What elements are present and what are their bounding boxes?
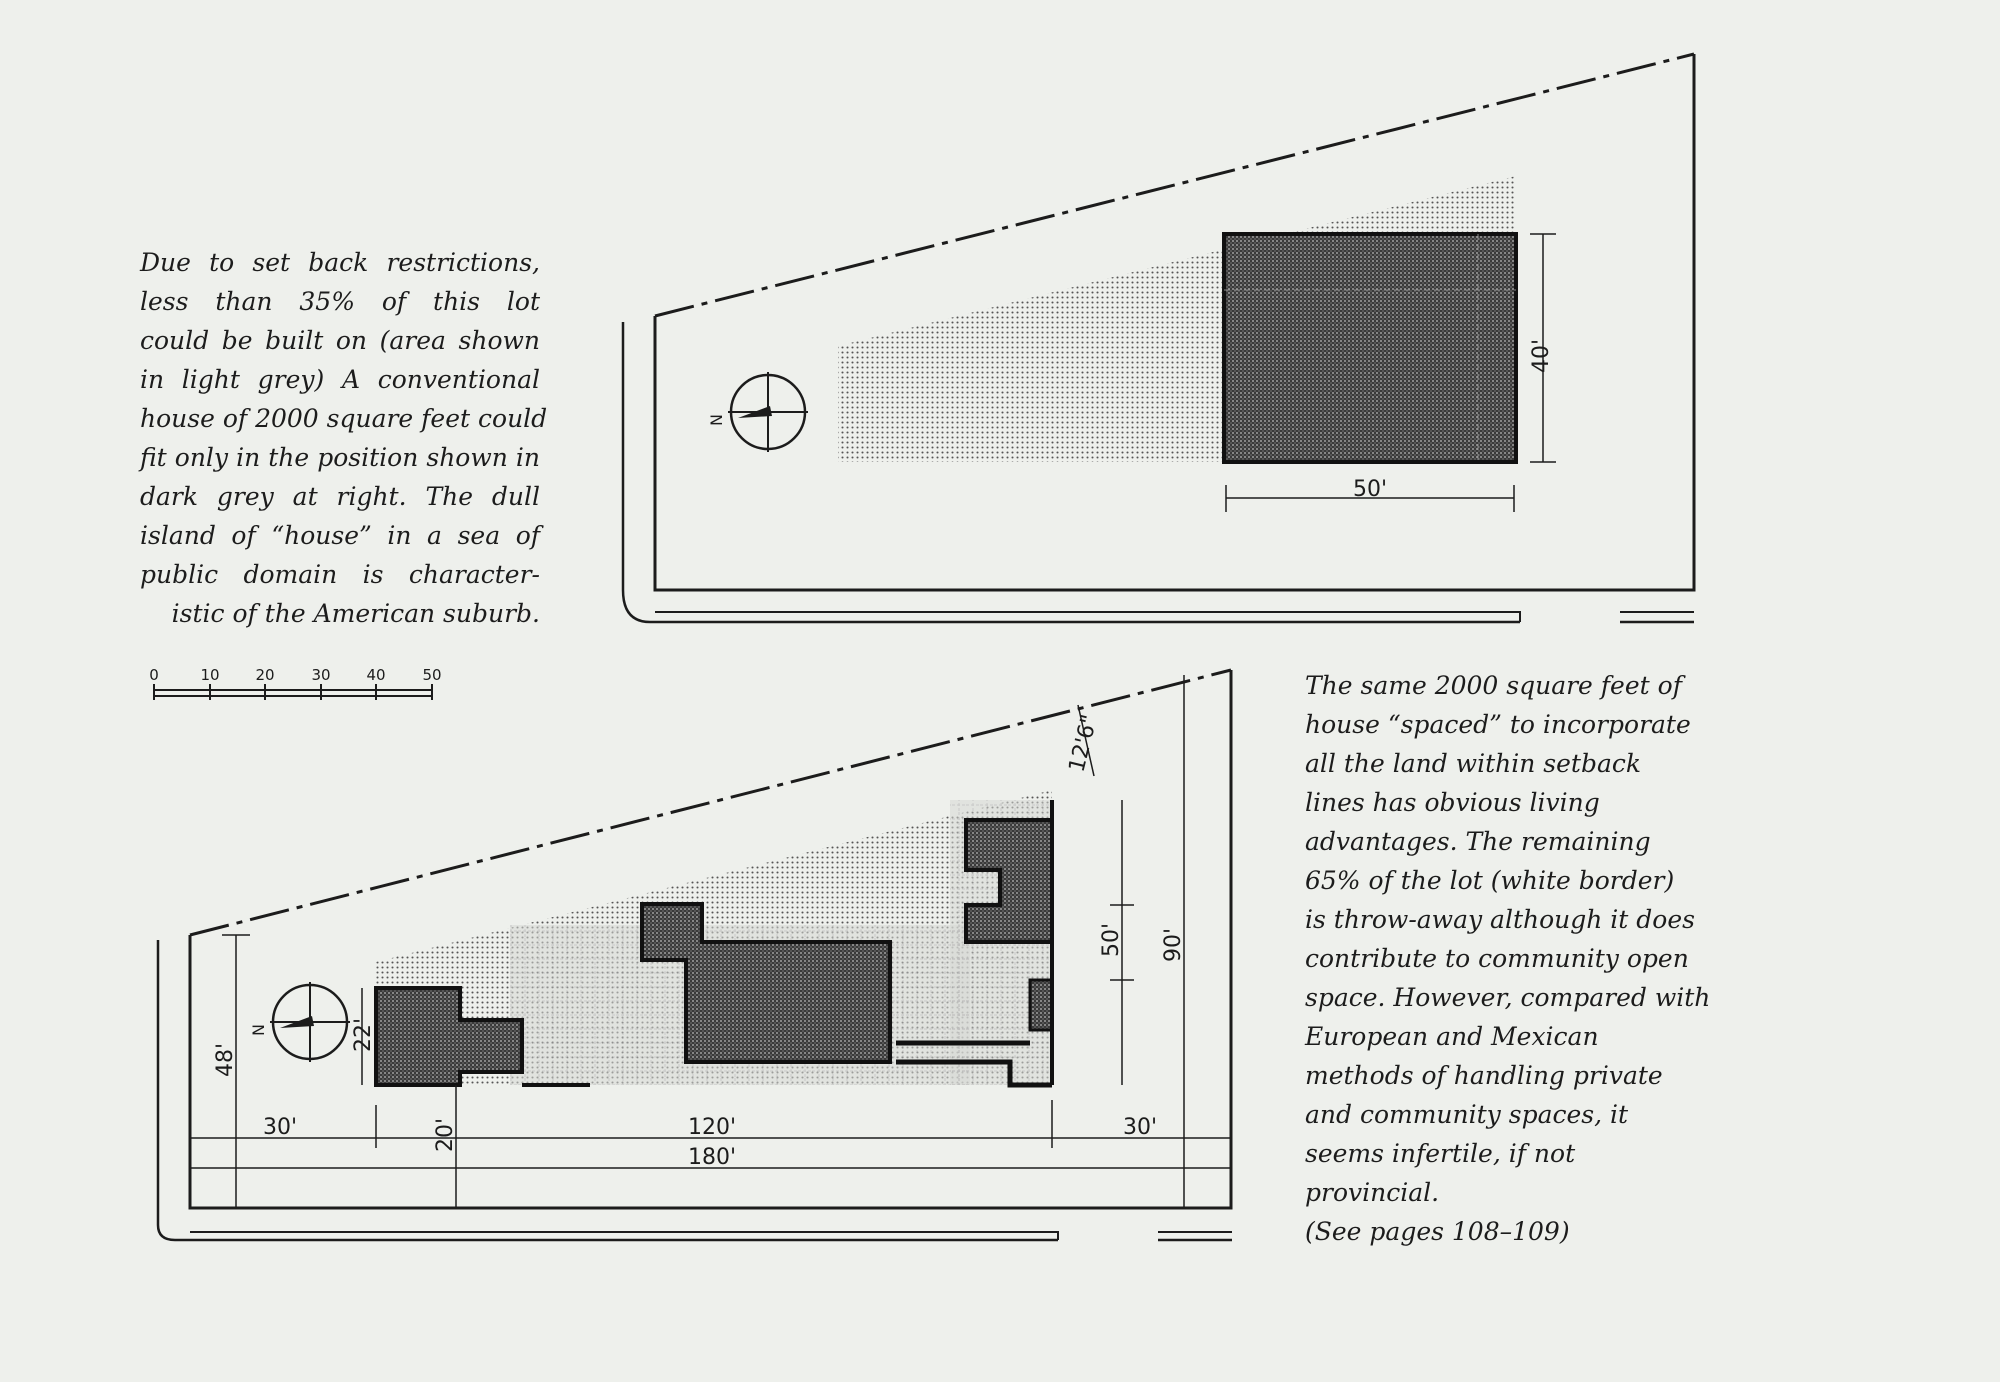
caption-line: less than 35% of this lot bbox=[140, 287, 540, 316]
caption-line: is throw-away although it does bbox=[1305, 905, 1695, 934]
scale-tick: 50 bbox=[422, 666, 441, 684]
caption-line: could be built on (area shown bbox=[140, 326, 540, 355]
caption-line: island of “house” in a sea of bbox=[140, 521, 540, 550]
dim-side-setback: 12'6" bbox=[1065, 712, 1103, 774]
caption-line: space. However, compared with bbox=[1305, 983, 1711, 1012]
scale-tick: 30 bbox=[311, 666, 330, 684]
north-arrow-icon: N bbox=[707, 372, 808, 452]
street-curb bbox=[621, 322, 1694, 624]
dim-width: 50' bbox=[1353, 477, 1387, 502]
caption-line: (See pages 108–109) bbox=[1305, 1217, 1570, 1246]
property-line bbox=[654, 52, 1695, 318]
dim-left-depth: 48' bbox=[213, 1043, 238, 1077]
caption-line: The same 2000 square feet of bbox=[1305, 671, 1682, 700]
caption-line: house of 2000 square feet could bbox=[140, 404, 548, 433]
caption-line: all the land within setback bbox=[1305, 749, 1641, 778]
dim-right-setback: 30' bbox=[1123, 1115, 1157, 1140]
street-curb bbox=[156, 940, 1232, 1242]
dim-left-setback: 30' bbox=[263, 1115, 297, 1140]
svg-text:N: N bbox=[707, 414, 726, 426]
scale-tick: 20 bbox=[255, 666, 274, 684]
property-line bbox=[189, 668, 1232, 937]
lot-boundary bbox=[653, 54, 1696, 592]
dim-front-setback: 20' bbox=[433, 1118, 458, 1152]
caption-line: in light grey) A conventional bbox=[140, 365, 540, 394]
scale-tick: 0 bbox=[149, 666, 159, 684]
dim-court-depth: 50' bbox=[1099, 923, 1124, 957]
scale-tick: 40 bbox=[366, 666, 385, 684]
plan-bottom: 30' 120' 30' 180' 48' 20' 22' 50' 90' 12… bbox=[156, 668, 1233, 1242]
caption-bottom: The same 2000 square feet of house “space… bbox=[1305, 666, 1725, 1251]
caption-top: Due to set back restrictions, less than 3… bbox=[140, 243, 548, 633]
caption-line: lines has obvious living bbox=[1305, 788, 1600, 817]
caption-line: methods of handling private bbox=[1305, 1061, 1663, 1090]
house-block-lower bbox=[1028, 978, 1054, 1032]
caption-line: seems infertile, if not bbox=[1305, 1139, 1576, 1168]
caption-line: house “spaced” to incorporate bbox=[1305, 710, 1691, 739]
scale-bar: 0 10 20 30 40 50 bbox=[149, 666, 442, 700]
caption-line: Due to set back restrictions, bbox=[140, 248, 540, 277]
dimensions bbox=[190, 675, 1231, 1208]
sidewalk-line bbox=[655, 611, 1694, 622]
dim-depth: 40' bbox=[1529, 339, 1554, 373]
sidewalk-line bbox=[190, 1231, 1232, 1240]
house-block-center bbox=[640, 902, 892, 1064]
caption-line: istic of the American suburb. bbox=[171, 599, 540, 628]
dim-house-length: 120' bbox=[688, 1115, 736, 1140]
dim-lot-length: 180' bbox=[688, 1145, 736, 1170]
north-arrow-icon: N bbox=[249, 982, 350, 1062]
dim-right-depth: 90' bbox=[1161, 928, 1186, 962]
dim-wing-depth: 22' bbox=[351, 1018, 376, 1052]
svg-text:N: N bbox=[249, 1024, 268, 1036]
house-block bbox=[1222, 232, 1518, 464]
caption-line: dark grey at right. The dull bbox=[140, 482, 540, 511]
house-wing-left bbox=[374, 986, 524, 1087]
caption-line: provincial. bbox=[1305, 1178, 1440, 1207]
caption-line: 65% of the lot (white border) bbox=[1305, 866, 1675, 895]
caption-line: advantages. The remaining bbox=[1305, 827, 1651, 856]
caption-line: public domain is character- bbox=[140, 560, 540, 589]
caption-line: contribute to community open bbox=[1305, 944, 1689, 973]
caption-line: fit only in the position shown in bbox=[140, 443, 540, 472]
plan-top: 50' 40' N bbox=[621, 52, 1696, 624]
caption-line: and community spaces, it bbox=[1305, 1100, 1629, 1129]
caption-line: European and Mexican bbox=[1305, 1022, 1599, 1051]
lot-boundary bbox=[188, 670, 1233, 1210]
scale-tick: 10 bbox=[200, 666, 219, 684]
